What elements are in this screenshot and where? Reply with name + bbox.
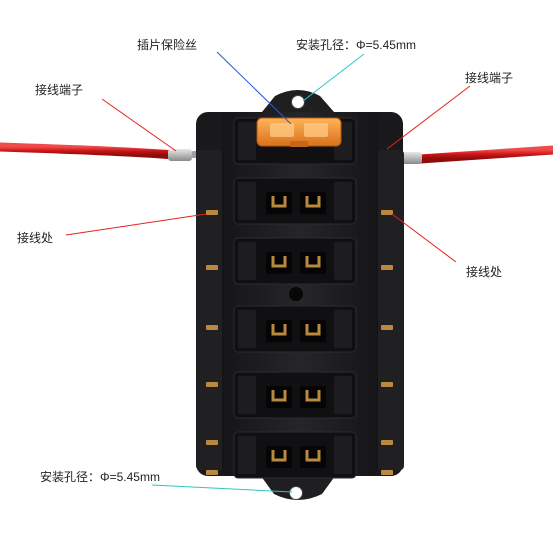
- leader-lines: [65, 51, 471, 493]
- side-terminal-left: [206, 325, 218, 330]
- fuse-slot-row: [233, 177, 357, 225]
- blade-fuse: [256, 117, 342, 147]
- label-terminal-left: 接线端子: [35, 83, 84, 97]
- label-wiring-right: 接线处: [466, 265, 503, 279]
- label-blade-fuse: 插片保险丝: [137, 38, 198, 52]
- label-terminal-right: 接线端子: [465, 71, 514, 85]
- side-terminal-right: [381, 265, 393, 270]
- side-terminal-left: [206, 210, 218, 215]
- center-hole: [289, 287, 303, 301]
- label-mount-hole-top-prefix: 安装孔径：: [296, 38, 357, 52]
- side-terminal-left: [206, 470, 218, 475]
- fuse-slot-rows: [233, 117, 357, 479]
- mount-hole-top: [291, 95, 305, 109]
- wire-left: [0, 142, 214, 161]
- label-wiring-left: 接线处: [17, 231, 54, 245]
- label-mount-hole-bottom-value: Φ=5.45mm: [100, 470, 160, 484]
- side-terminal-left: [206, 382, 218, 387]
- side-terminals: [206, 210, 393, 475]
- label-mount-hole-top: 安装孔径：Φ=5.45mm: [296, 36, 416, 53]
- side-terminal-left: [206, 265, 218, 270]
- side-terminal-left: [206, 440, 218, 445]
- side-terminal-right: [381, 325, 393, 330]
- mount-hole-bottom: [289, 486, 303, 500]
- label-mount-hole-bottom: 安装孔径：Φ=5.45mm: [40, 468, 160, 485]
- fuse-slot-row: [233, 305, 357, 353]
- wire-right: [378, 145, 553, 164]
- label-mount-hole-bottom-prefix: 安装孔径：: [40, 470, 101, 484]
- side-terminal-right: [381, 382, 393, 387]
- fuse-slot-row: [233, 371, 357, 419]
- side-terminal-right: [381, 210, 393, 215]
- side-terminal-right: [381, 440, 393, 445]
- side-terminal-right: [381, 470, 393, 475]
- fuse-slot-row: [233, 237, 357, 285]
- label-mount-hole-top-value: Φ=5.45mm: [356, 38, 416, 52]
- fuse-slot-row: [233, 431, 357, 479]
